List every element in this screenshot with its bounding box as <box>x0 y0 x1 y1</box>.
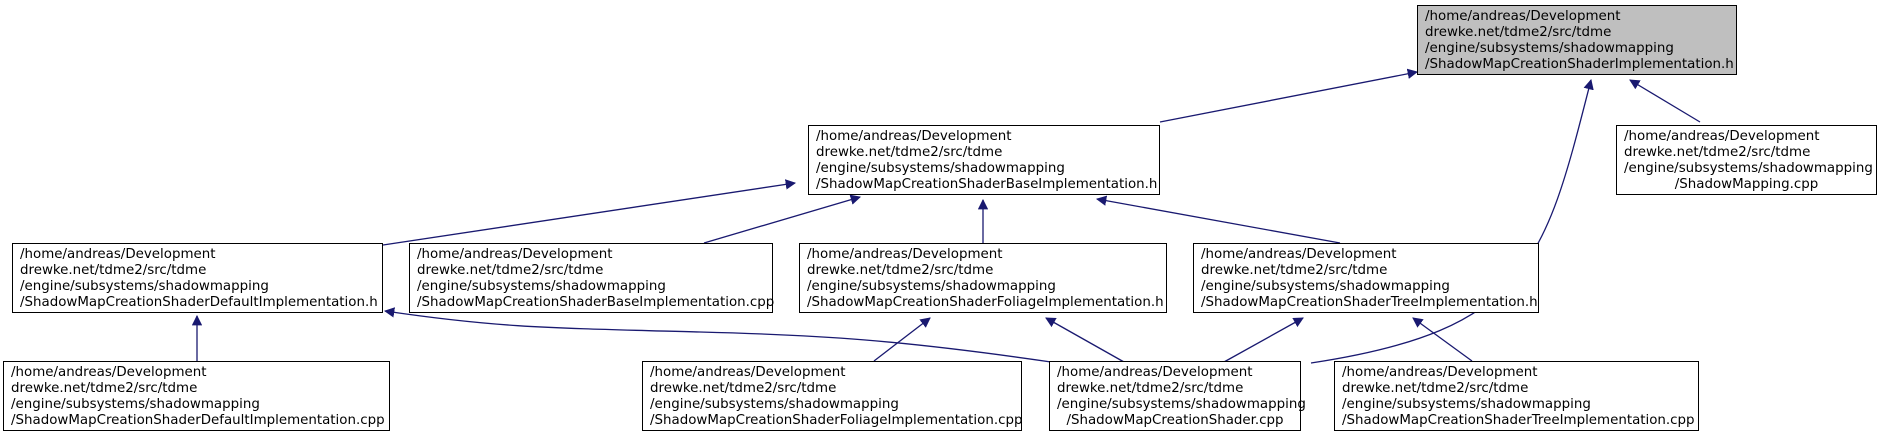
node-path-line: drewke.net/tdme2/src/tdme <box>650 381 837 396</box>
node-path-line: /ShadowMapCreationShaderDefaultImplement… <box>20 295 378 310</box>
node-path-line: /engine/subsystems/shadowmapping <box>11 397 260 412</box>
node-path-line: /ShadowMapCreationShaderFoliageImplement… <box>807 295 1164 310</box>
node-path-line: /engine/subsystems/shadowmapping <box>1342 397 1591 412</box>
node-path-line: drewke.net/tdme2/src/tdme <box>1425 25 1612 40</box>
node-path-line: /engine/subsystems/shadowmapping <box>1057 397 1306 412</box>
node-path-line: /home/andreas/Development <box>1201 247 1397 262</box>
include-edge-arrow <box>383 307 1052 363</box>
node-path-line: /engine/subsystems/shadowmapping <box>1201 279 1450 294</box>
node-path-line: /home/andreas/Development <box>417 247 613 262</box>
node-path-line: /engine/subsystems/shadowmapping <box>20 279 269 294</box>
include-edge-arrow <box>1223 317 1304 363</box>
node-path-line: drewke.net/tdme2/src/tdme <box>11 381 198 396</box>
node-path-line: drewke.net/tdme2/src/tdme <box>1624 145 1811 160</box>
node-path-line: /engine/subsystems/shadowmapping <box>650 397 899 412</box>
node-path-line: drewke.net/tdme2/src/tdme <box>816 145 1003 160</box>
node-path-line: drewke.net/tdme2/src/tdme <box>1201 263 1388 278</box>
include-edge-arrow <box>382 179 797 246</box>
node-path-line: /ShadowMapCreationShaderTreeImplementati… <box>1342 413 1695 428</box>
node-path-line: /home/andreas/Development <box>807 247 1003 262</box>
node-path-line: /engine/subsystems/shadowmapping <box>417 279 666 294</box>
node-path-line: /ShadowMapCreationShaderBaseImplementati… <box>417 295 775 310</box>
include-edge-arrow <box>1159 68 1419 123</box>
include-edge-arrow <box>703 194 861 244</box>
node-path-line: /ShadowMapCreationShader.cpp <box>1066 413 1284 428</box>
node-path-line: /home/andreas/Development <box>816 129 1012 144</box>
node-path-line: /engine/subsystems/shadowmapping <box>1425 41 1674 56</box>
node-path-line: /ShadowMapCreationShaderDefaultImplement… <box>11 413 385 428</box>
node-path-line: /ShadowMapping.cpp <box>1674 177 1819 192</box>
node-path-line: /ShadowMapCreationShaderTreeImplementati… <box>1201 295 1538 310</box>
include-edge-arrow <box>1412 317 1473 362</box>
include-edge-arrow <box>1310 78 1594 364</box>
node-path-line: drewke.net/tdme2/src/tdme <box>1057 381 1244 396</box>
node-path-line: /engine/subsystems/shadowmapping <box>816 161 1065 176</box>
include-edge-arrow <box>1629 79 1701 123</box>
node-path-line: drewke.net/tdme2/src/tdme <box>417 263 604 278</box>
node-path-line: /home/andreas/Development <box>11 365 207 380</box>
node-path-line: /engine/subsystems/shadowmapping <box>1624 161 1873 176</box>
node-path-line: /home/andreas/Development <box>1425 9 1621 24</box>
node-path-line: /home/andreas/Development <box>1342 365 1538 380</box>
node-path-line: /home/andreas/Development <box>650 365 846 380</box>
node-path-line: /home/andreas/Development <box>20 247 216 262</box>
node-path-line: /ShadowMapCreationShaderBaseImplementati… <box>816 177 1158 192</box>
node-path-line: /ShadowMapCreationShaderFoliageImplement… <box>650 413 1023 428</box>
node-path-line: /home/andreas/Development <box>1057 365 1253 380</box>
node-path-line: drewke.net/tdme2/src/tdme <box>20 263 207 278</box>
node-path-line: /ShadowMapCreationShaderImplementation.h <box>1425 57 1734 72</box>
node-path-line: /home/andreas/Development <box>1624 129 1820 144</box>
node-path-line: drewke.net/tdme2/src/tdme <box>807 263 994 278</box>
include-edge-arrow <box>1095 195 1341 244</box>
node-path-line: drewke.net/tdme2/src/tdme <box>1342 381 1529 396</box>
include-edge-arrow <box>873 317 931 362</box>
include-edge-arrow <box>1045 317 1125 363</box>
node-path-line: /engine/subsystems/shadowmapping <box>807 279 1056 294</box>
